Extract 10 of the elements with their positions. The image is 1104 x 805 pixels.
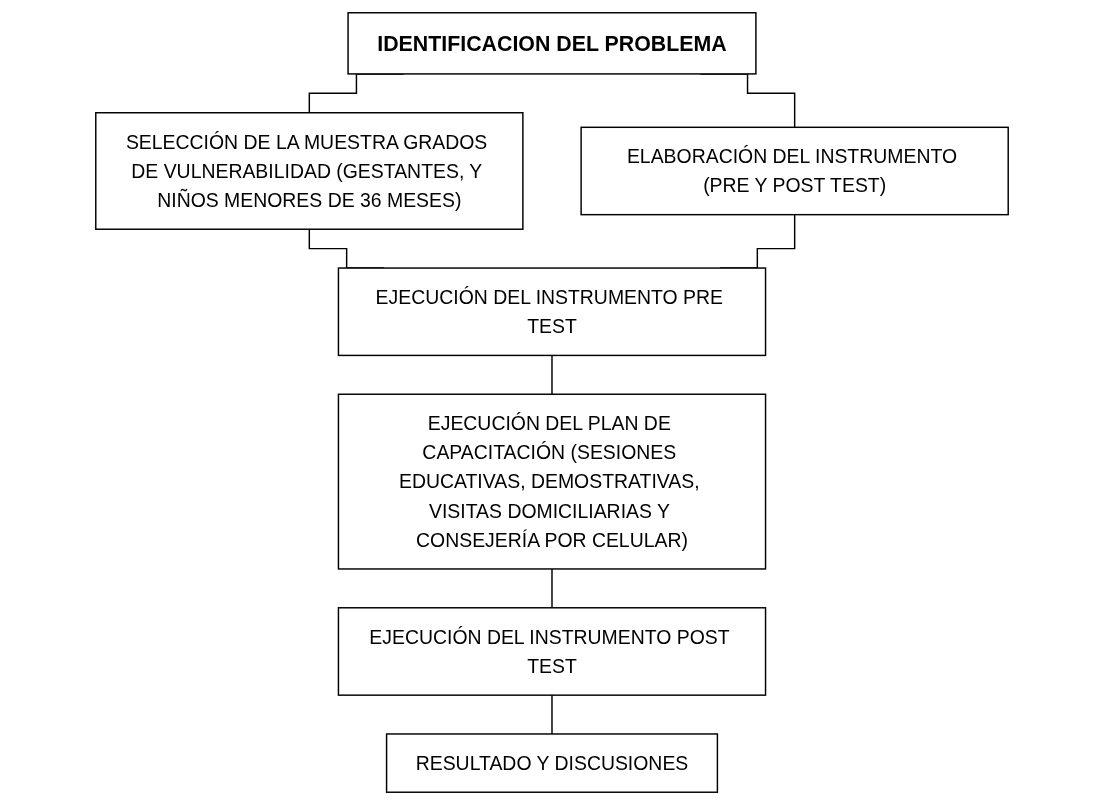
node-box: EJECUCIÓN DEL PLAN DE CAPACITACIÓN (SESIONES EDUCATIVAS, DEMOSTRATIVAS, VISITAS DOMICILIARIAS Y CONSEJERÍA POR CELULAR)	[337, 393, 767, 570]
node-box: SELECCIÓN DE LA MUESTRA GRADOS DE VULNERABILIDAD (GESTANTES, Y NIÑOS MENORES DE 36 MESES)	[95, 112, 524, 230]
node-box: EJECUCIÓN DEL INSTRUMENTO POST TEST	[337, 607, 767, 696]
node-box: IDENTIFICACION DEL PROBLEMA	[347, 12, 757, 75]
node-box: RESULTADO Y DISCUSIONES	[385, 733, 719, 793]
connector	[551, 354, 553, 395]
node-box: ELABORACIÓN DEL INSTRUMENTO (PRE Y POST TEST)	[580, 126, 1009, 216]
connector	[551, 694, 553, 735]
node-box: EJECUCIÓN DEL INSTRUMENTO PRE TEST	[337, 267, 767, 357]
connector	[551, 568, 553, 609]
